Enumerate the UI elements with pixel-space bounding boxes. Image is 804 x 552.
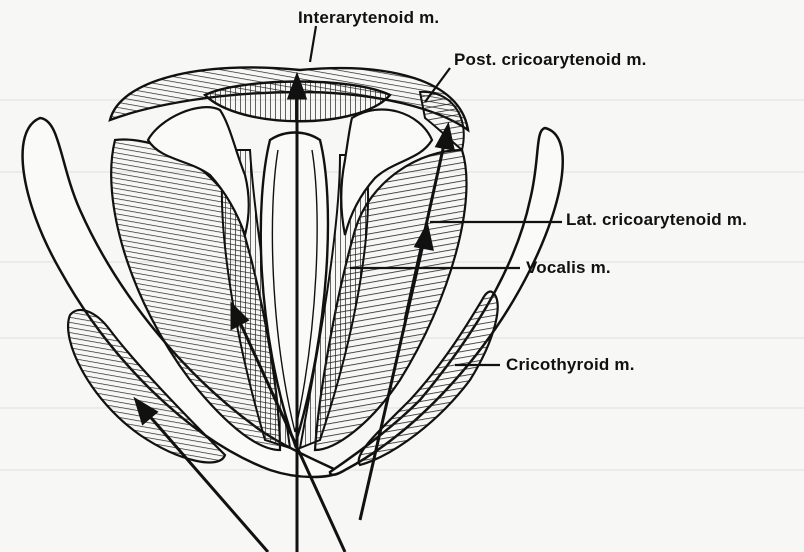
label-lat-cricoarytenoid: Lat. cricoarytenoid m. [566,210,747,230]
label-vocalis: Vocalis m. [526,258,611,278]
label-post-cricoarytenoid: Post. cricoarytenoid m. [454,50,647,70]
label-cricothyroid: Cricothyroid m. [506,355,635,375]
label-interarytenoid: Interarytenoid m. [298,8,439,28]
